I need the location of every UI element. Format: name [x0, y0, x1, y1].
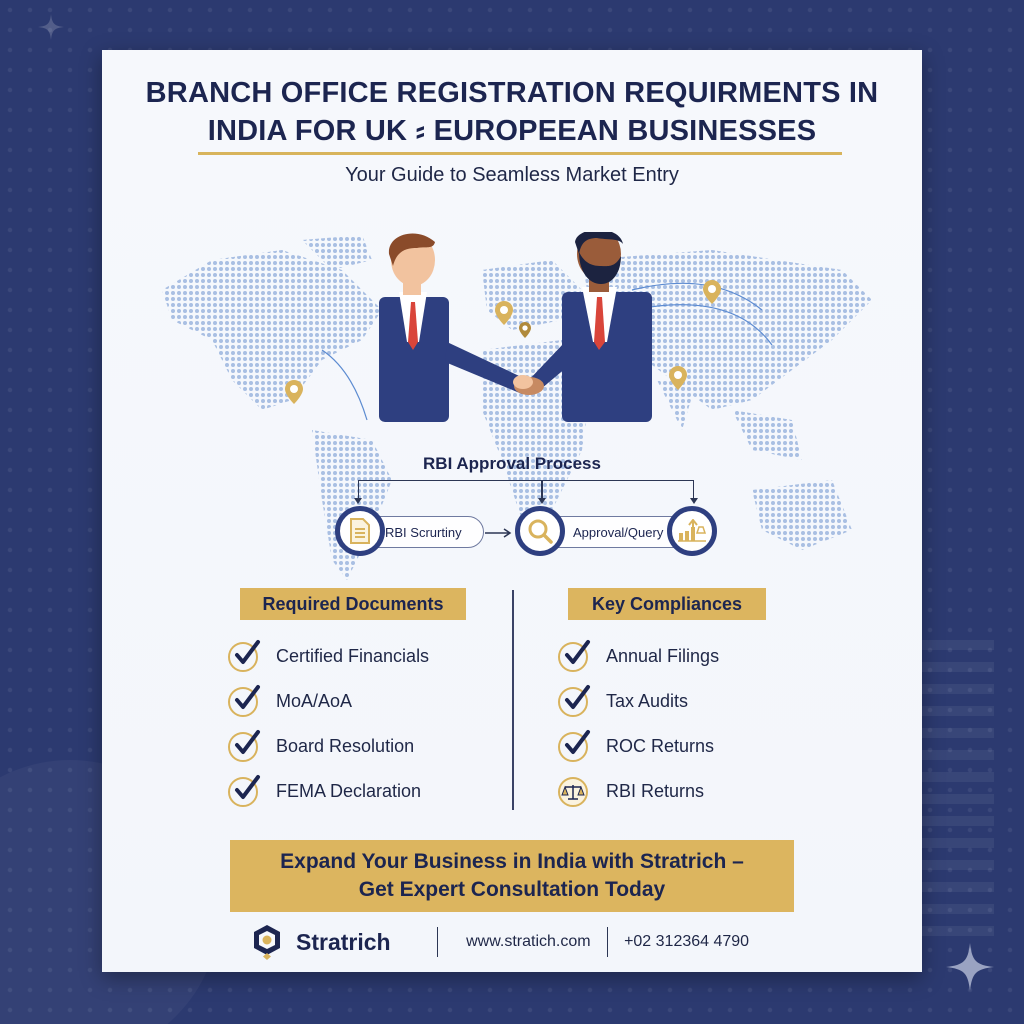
process-step-icon-circle — [335, 506, 385, 556]
required-documents-list: Certified Financials MoA/AoA Board Resol… — [228, 634, 429, 814]
website-link[interactable]: www.stratich.com — [466, 933, 591, 950]
stratrich-logo-icon — [254, 925, 280, 960]
list-item-label: ROC Returns — [606, 736, 715, 756]
cta-line-2: Get Expert Consultation Today — [358, 878, 666, 901]
process-title: RBI Approval Process — [423, 454, 601, 473]
title-line-2: INDIA FOR UK ⸗ EUROPEEAN BUSINESSES — [207, 115, 817, 147]
process-connector-line — [358, 480, 694, 502]
list-item-label: FEMA Declaration — [276, 781, 422, 801]
arrow-down-icon — [538, 498, 546, 504]
subtitle: Your Guide to Seamless Market Entry — [345, 164, 679, 186]
list-item: Annual Filings — [558, 634, 719, 679]
process-connector-line — [541, 480, 543, 502]
location-pin-icon — [495, 301, 513, 325]
list-item: Certified Financials — [228, 634, 429, 679]
magnifier-icon — [528, 519, 553, 544]
list-item: ROC Returns — [558, 724, 719, 769]
check-icon — [228, 639, 260, 672]
list-item: Tax Audits — [558, 679, 719, 724]
check-icon — [558, 729, 590, 762]
scales-icon — [558, 776, 588, 807]
key-compliances-list: Annual Filings Tax Audits ROC Returns RB… — [558, 634, 719, 814]
check-icon — [228, 729, 260, 762]
list-item-label: Board Resolution — [276, 736, 415, 756]
footer-separator — [436, 927, 439, 957]
sparkle-icon — [946, 943, 994, 991]
title-line-1: BRANCH OFFICE REGISTRATION REQUIRMENTS I… — [145, 77, 879, 109]
brand-name: Stratrich — [296, 928, 391, 955]
cta-banner[interactable]: Expand Your Business in India with Strat… — [230, 840, 794, 912]
footer: Stratrich www.stratich.com +02 312364 47… — [252, 922, 749, 962]
process-step-label: RBI Scrurtiny — [385, 524, 462, 540]
list-item-label: MoA/AoA — [276, 691, 353, 711]
businessman-right — [527, 232, 652, 422]
column-divider — [512, 590, 514, 810]
list-item: RBI Returns — [558, 769, 719, 814]
cta-line-1: Expand Your Business in India with Strat… — [280, 850, 744, 873]
growth-chart-icon — [678, 519, 707, 542]
list-item-label: Annual Filings — [606, 646, 720, 666]
location-pin-icon — [519, 322, 531, 338]
process-step-icon-circle — [667, 506, 717, 556]
check-icon — [558, 639, 590, 672]
handshake-illustration — [379, 232, 652, 422]
arrow-right-icon — [485, 528, 512, 538]
list-item-label: Certified Financials — [276, 646, 430, 666]
key-compliances-heading: Key Compliances — [568, 588, 766, 620]
location-pin-icon — [703, 280, 721, 304]
sparkle-icon — [38, 14, 64, 40]
footer-separator — [606, 927, 609, 957]
check-icon — [558, 684, 590, 717]
document-icon — [350, 518, 370, 544]
list-item: FEMA Declaration — [228, 769, 429, 814]
check-icon — [228, 774, 260, 807]
arrow-down-icon — [354, 498, 362, 504]
phone-number[interactable]: +02 312364 4790 — [624, 933, 750, 950]
process-step-label: Approval/Query — [573, 524, 664, 540]
infographic-card: BRANCH OFFICE REGISTRATION REQUIRMENTS I… — [102, 50, 922, 972]
list-item-label: Tax Audits — [606, 691, 689, 711]
list-item-label: RBI Returns — [606, 781, 705, 801]
check-icon — [228, 684, 260, 717]
arrow-down-icon — [690, 498, 698, 504]
title-underline — [198, 152, 842, 155]
required-documents-heading: Required Documents — [240, 588, 466, 620]
list-item: MoA/AoA — [228, 679, 429, 724]
location-pin-icon — [669, 366, 687, 390]
process-step-icon-circle — [515, 506, 565, 556]
list-item: Board Resolution — [228, 724, 429, 769]
page-title: BRANCH OFFICE REGISTRATION REQUIRMENTS I… — [102, 74, 922, 150]
location-pin-icon — [285, 380, 303, 404]
businessman-left — [379, 233, 532, 422]
